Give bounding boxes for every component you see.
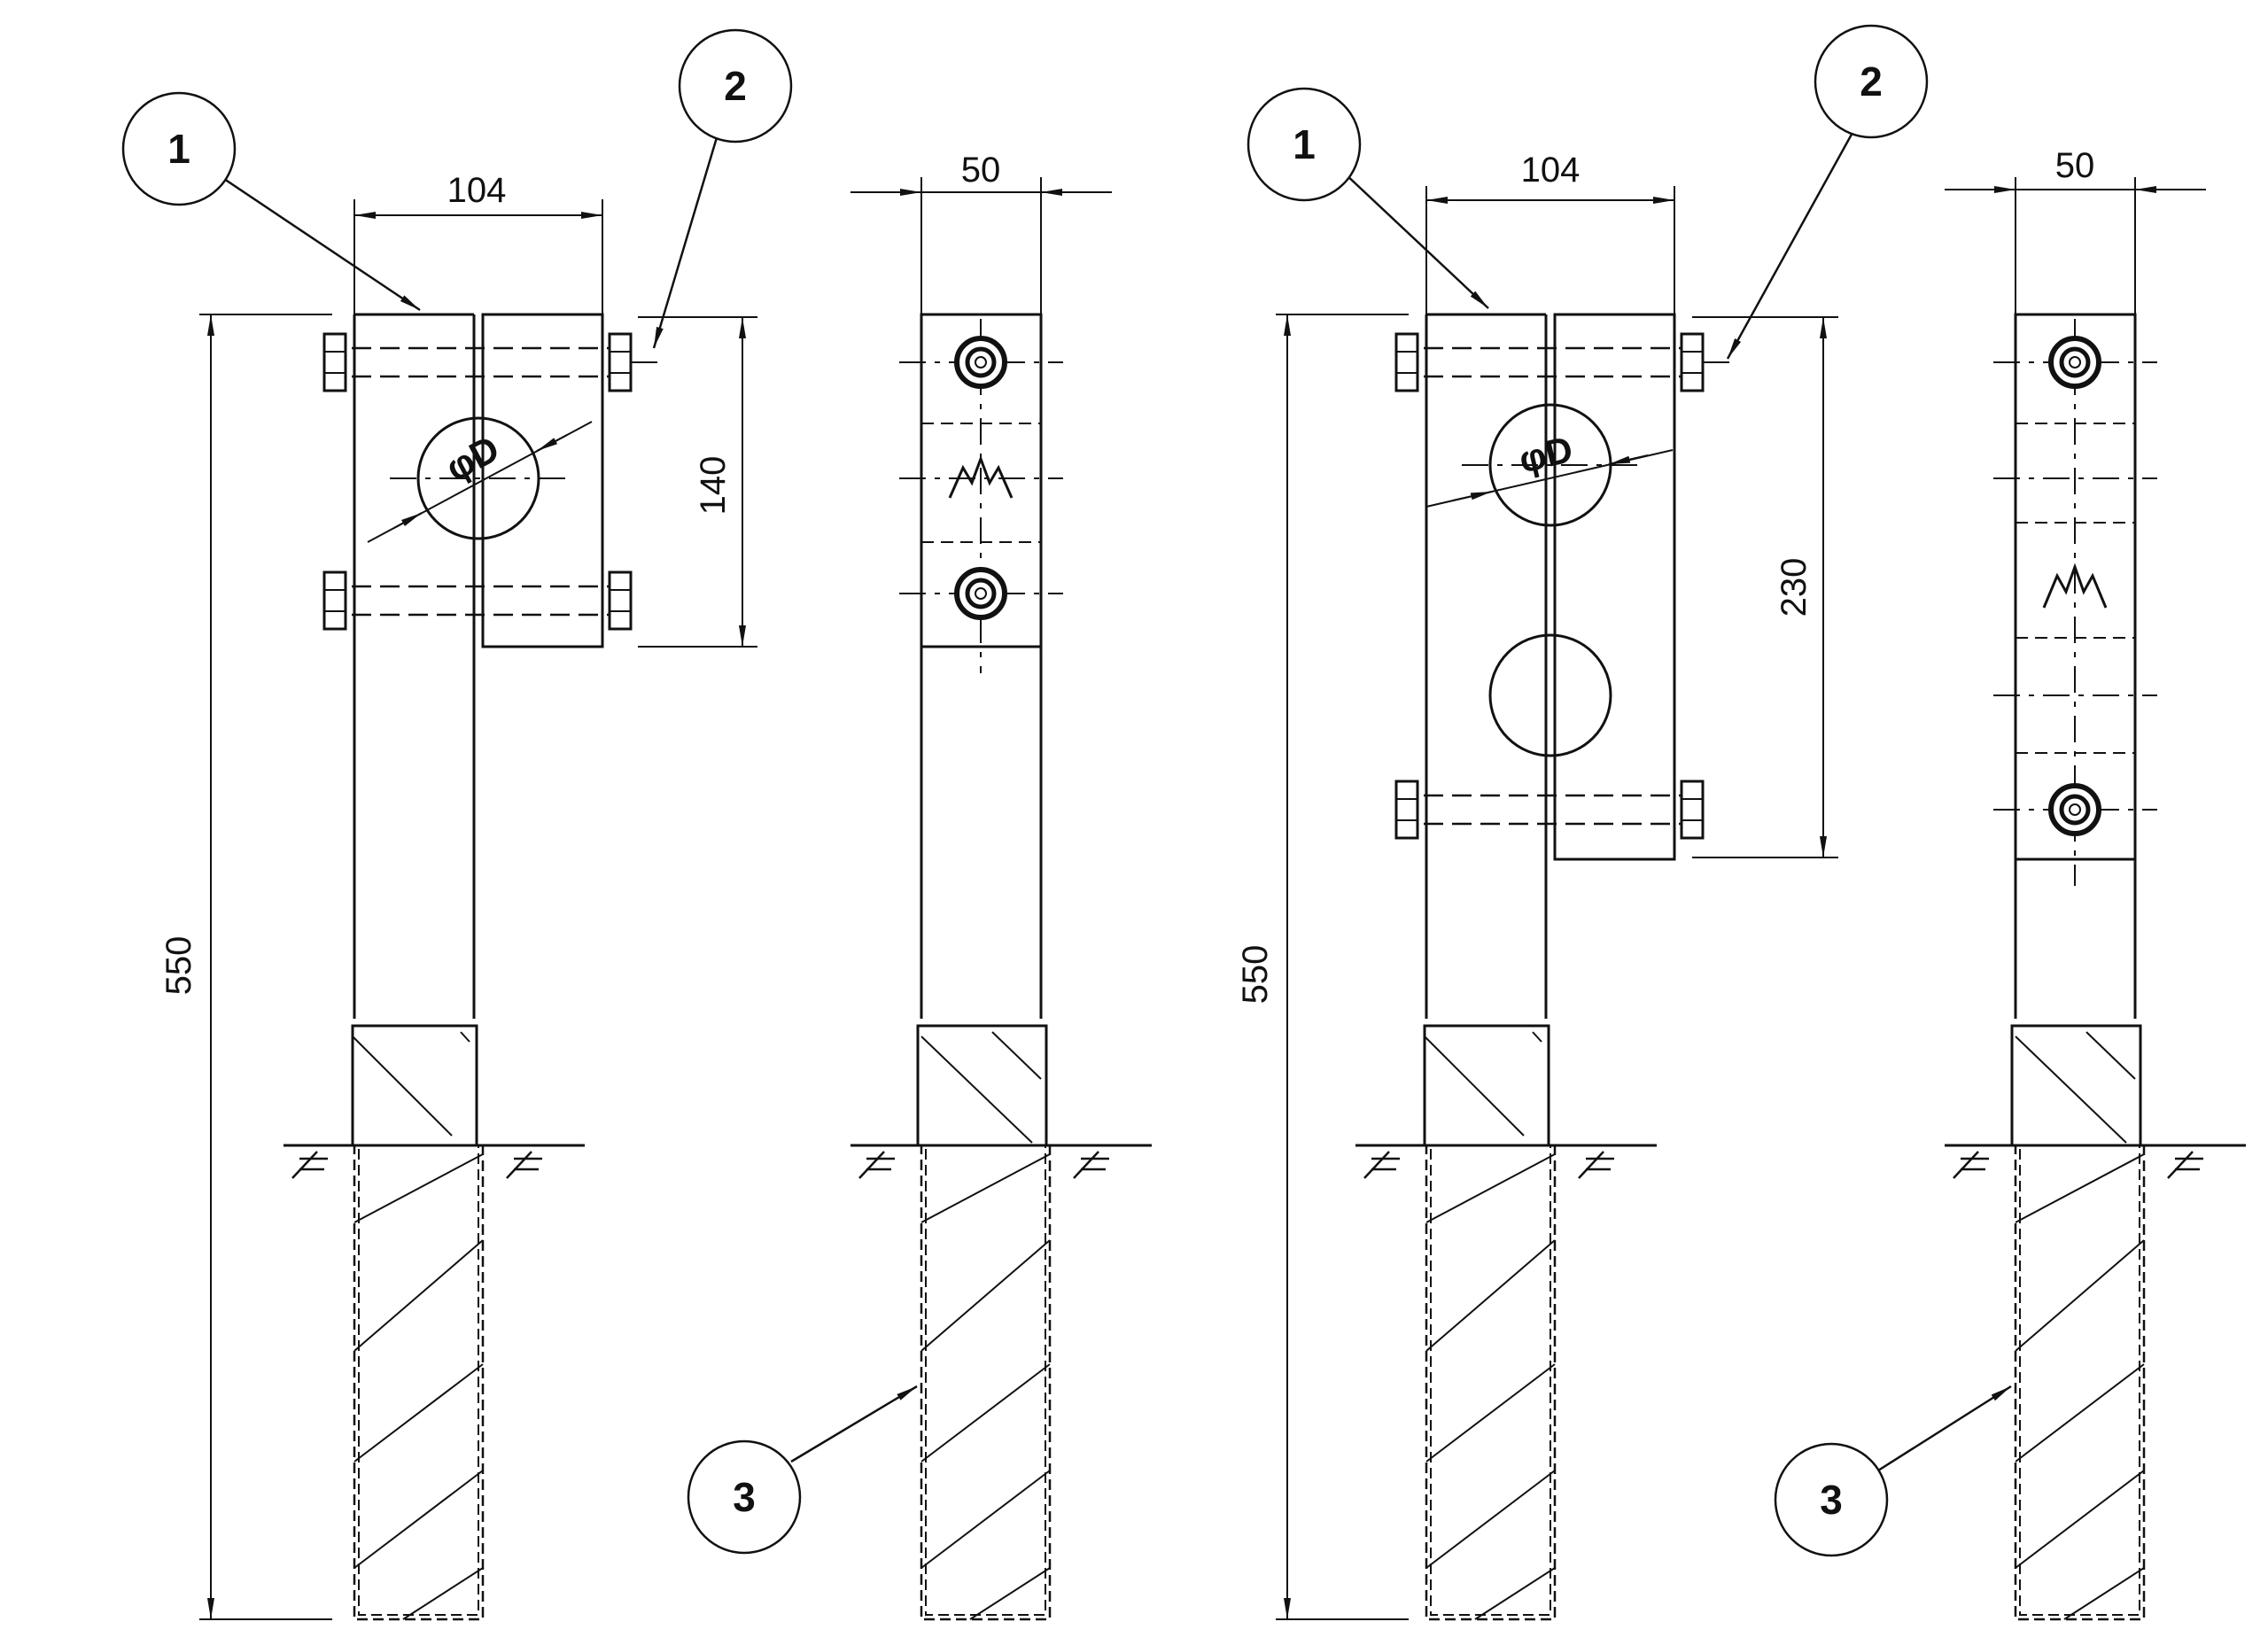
lower-bolt-view2 bbox=[1394, 780, 1705, 840]
callout-3a: 3 bbox=[733, 1474, 756, 1520]
concrete-collar bbox=[351, 1024, 478, 1147]
clamp-plate-double bbox=[1553, 313, 1676, 861]
dim-bolt-spacing-view1: 140 bbox=[694, 456, 733, 516]
lower-bolt bbox=[322, 570, 633, 631]
upper-bolt bbox=[322, 332, 657, 392]
manufacturer-logo-icon bbox=[948, 454, 1014, 499]
callout-circle-2b bbox=[1814, 24, 1929, 139]
manufacturer-logo-icon-2 bbox=[2042, 563, 2108, 609]
callout-circle-2a bbox=[678, 28, 793, 144]
callout-3b: 3 bbox=[1820, 1477, 1843, 1523]
callout-circle-3b bbox=[1774, 1442, 1889, 1557]
dim-width-104-view2: 104 bbox=[1521, 151, 1581, 190]
dim-width-50-view2: 50 bbox=[2055, 146, 2095, 185]
callout-circle-1a bbox=[121, 91, 237, 206]
callout-1a: 1 bbox=[167, 126, 190, 172]
callout-circle-3a bbox=[687, 1439, 802, 1555]
view-2-front bbox=[1276, 186, 1838, 1621]
dim-bolt-spacing-view2: 230 bbox=[1775, 558, 1814, 617]
callout-circle-1b bbox=[1247, 87, 1362, 202]
dim-width-50-view1: 50 bbox=[961, 151, 1001, 190]
dim-width-104-view1: 104 bbox=[447, 171, 507, 210]
dim-height-550-view2: 550 bbox=[1236, 945, 1275, 1005]
upper-bolt-view2 bbox=[1394, 332, 1729, 392]
view-1-side bbox=[850, 177, 1152, 1621]
ground-hatches bbox=[291, 1151, 2203, 1179]
buried-foundation bbox=[353, 1144, 485, 1621]
callout-2a: 2 bbox=[724, 63, 747, 109]
callouts bbox=[121, 24, 2012, 1557]
pipe-bore-lower bbox=[1488, 633, 1612, 757]
callout-2b: 2 bbox=[1860, 58, 1883, 105]
callout-1b: 1 bbox=[1293, 121, 1316, 167]
dim-height-550-view1: 550 bbox=[159, 936, 198, 996]
view-2-side bbox=[1945, 177, 2246, 1621]
view-1-front bbox=[199, 199, 757, 1621]
